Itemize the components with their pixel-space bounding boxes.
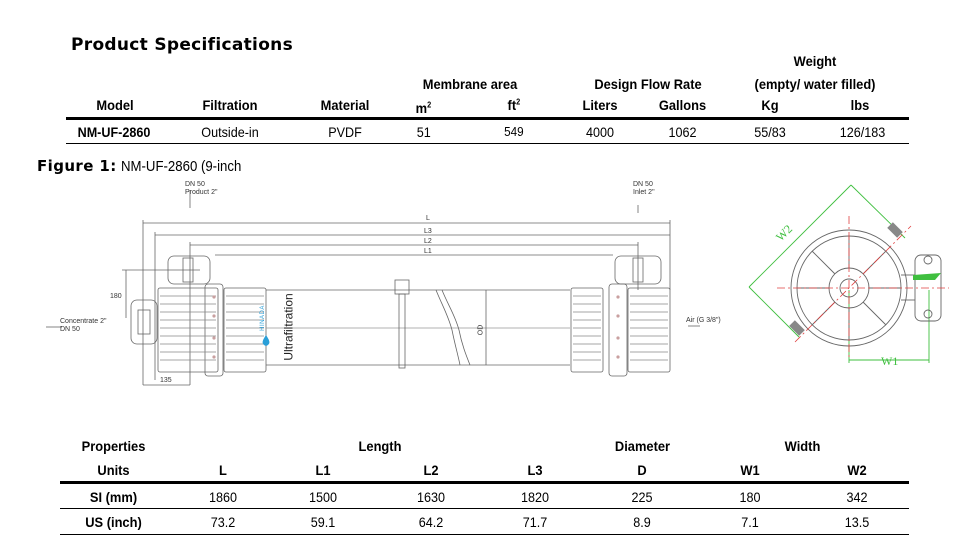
dims-col-L: L bbox=[219, 462, 227, 478]
dims-si-L3: 1820 bbox=[520, 489, 550, 505]
membrane-area-group-header: Membrane area bbox=[422, 76, 518, 92]
specs-header-rule bbox=[66, 117, 909, 120]
figure-caption: Figure 1: NM-UF-2860 (9-inch bbox=[37, 157, 258, 175]
dims-si-W2: 342 bbox=[846, 489, 868, 505]
w1-label: W1 bbox=[881, 354, 898, 368]
dims-width-header: Width bbox=[784, 438, 821, 454]
figure-caption-label: Figure 1: bbox=[37, 157, 117, 175]
dims-us-W1: 7.1 bbox=[741, 514, 759, 530]
col-kg: Kg bbox=[761, 97, 779, 113]
weight-group-header: Weight bbox=[793, 53, 837, 69]
specs-title: Product Specifications bbox=[71, 35, 293, 55]
dims-bottom-rule bbox=[60, 534, 909, 535]
dims-col-L2: L2 bbox=[423, 462, 439, 478]
dims-col-L1: L1 bbox=[315, 462, 331, 478]
module-end-view-drawing: W2 W1 bbox=[748, 184, 949, 368]
row-liters: 4000 bbox=[585, 124, 615, 140]
dim-OD-label: OD bbox=[477, 324, 485, 336]
row-lbs: 126/183 bbox=[839, 124, 886, 140]
row-gallons: 1062 bbox=[668, 124, 697, 140]
specs-bottom-rule bbox=[66, 143, 909, 144]
brand-logo-text: HINADA bbox=[259, 305, 266, 331]
air-port-label: Air (G 3/8") bbox=[686, 317, 721, 324]
dims-us-D: 8.9 bbox=[633, 514, 651, 530]
dims-us-L1: 59.1 bbox=[310, 514, 336, 530]
row-material: PVDF bbox=[328, 124, 362, 140]
dim-180-label: 180 bbox=[110, 293, 122, 300]
dims-properties-header: Properties bbox=[81, 438, 146, 454]
dims-us-L: 73.2 bbox=[210, 514, 236, 530]
dims-us-L3: 71.7 bbox=[522, 514, 548, 530]
col-material: Material bbox=[320, 97, 370, 113]
dims-header-rule bbox=[60, 481, 909, 484]
row-ft2: 549 bbox=[504, 124, 524, 139]
col-model: Model bbox=[96, 97, 134, 113]
design-flow-group-header: Design Flow Rate bbox=[594, 76, 702, 92]
col-lbs: lbs bbox=[850, 97, 870, 113]
dims-diameter-header: Diameter bbox=[614, 438, 671, 454]
dims-col-D: D bbox=[637, 462, 647, 478]
dim-L2-label: L2 bbox=[424, 238, 432, 245]
dim-L1-label: L1 bbox=[424, 248, 432, 255]
dim-L3-label: L3 bbox=[424, 228, 432, 235]
col-ft2: ft2 bbox=[507, 97, 521, 113]
row-model: NM-UF-2860 bbox=[77, 124, 151, 140]
col-m2: m2 bbox=[415, 100, 432, 116]
dim-L-label: L bbox=[426, 215, 430, 222]
dims-si-L2: 1630 bbox=[416, 489, 446, 505]
dims-col-units: Units bbox=[97, 462, 130, 478]
dims-row-us-unit: US (inch) bbox=[85, 514, 142, 530]
dims-row-rule bbox=[60, 508, 909, 509]
module-label-text: Ultrafiltration bbox=[281, 293, 296, 361]
dims-si-D: 225 bbox=[631, 489, 653, 505]
figure-caption-text: NM-UF-2860 (9-inch bbox=[120, 158, 242, 175]
dims-us-W2: 13.5 bbox=[844, 514, 870, 530]
dim-135-label: 135 bbox=[160, 377, 172, 384]
w2-label: W2 bbox=[773, 222, 795, 244]
dims-col-L3: L3 bbox=[527, 462, 543, 478]
dims-si-L: 1860 bbox=[208, 489, 238, 505]
dims-us-L2: 64.2 bbox=[418, 514, 444, 530]
dims-col-W1: W1 bbox=[740, 462, 760, 478]
col-liters: Liters bbox=[582, 97, 618, 113]
col-filtration: Filtration bbox=[202, 97, 258, 113]
concentrate-port-label: Concentrate 2"DN 50 bbox=[60, 318, 107, 333]
dims-si-L1: 1500 bbox=[308, 489, 338, 505]
dims-length-header: Length bbox=[358, 438, 402, 454]
row-filtration: Outside-in bbox=[201, 124, 259, 140]
dims-si-W1: 180 bbox=[739, 489, 761, 505]
row-m2: 51 bbox=[416, 124, 431, 140]
dims-row-si-unit: SI (mm) bbox=[89, 489, 138, 505]
module-side-view-drawing bbox=[46, 190, 700, 386]
col-gallons: Gallons bbox=[658, 97, 707, 113]
row-kg: 55/83 bbox=[754, 124, 786, 140]
dims-col-W2: W2 bbox=[847, 462, 867, 478]
weight-subheader: (empty/ water filled) bbox=[754, 76, 876, 92]
